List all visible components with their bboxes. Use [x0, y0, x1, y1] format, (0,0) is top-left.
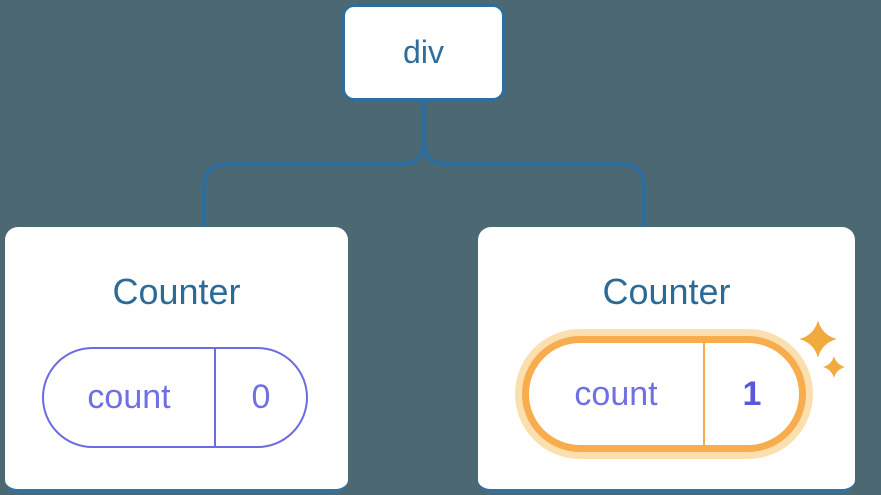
- state-key-label: count: [87, 378, 171, 416]
- state-key-label: count: [574, 374, 658, 413]
- root-node-div: div: [342, 4, 505, 101]
- root-node-label: div: [403, 34, 444, 70]
- state-pill-highlighted: count 1: [522, 336, 806, 452]
- state-value: 1: [703, 343, 799, 445]
- connector-left-branch: [201, 100, 427, 227]
- counter-card-left: Counter count 0: [5, 227, 348, 493]
- state-pill: count 0: [42, 347, 308, 448]
- state-value: 0: [214, 349, 306, 446]
- component-title: Counter: [112, 271, 241, 312]
- connector-right-branch: [421, 100, 647, 227]
- component-title: Counter: [602, 271, 731, 312]
- counter-card-right: Counter count 1: [478, 227, 855, 493]
